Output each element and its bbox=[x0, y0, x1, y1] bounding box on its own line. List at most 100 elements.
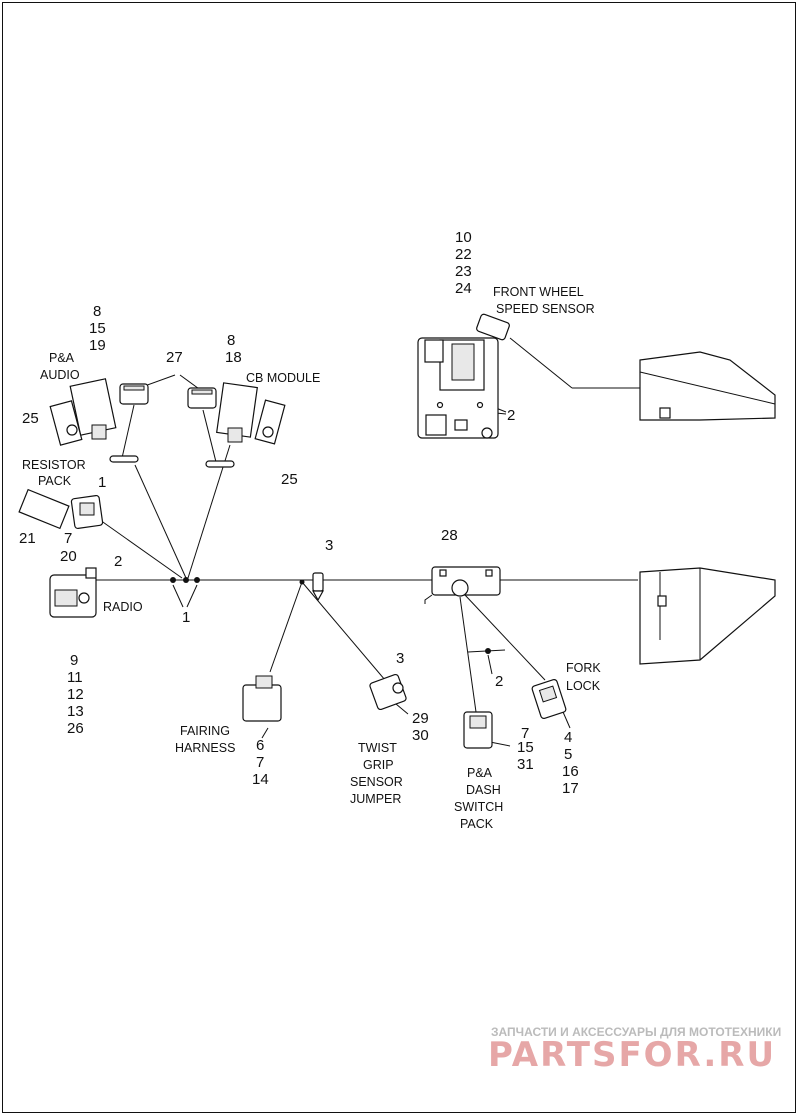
adapter-left-stem bbox=[121, 404, 135, 459]
cable-tie-head bbox=[485, 648, 491, 654]
fork-slider-lower-clip bbox=[657, 595, 667, 607]
label-front-wheel-line1: FRONT WHEEL bbox=[493, 285, 584, 299]
label-pa-audio-line1: P&A bbox=[49, 351, 75, 365]
component-labels: FRONT WHEEL SPEED SENSOR P&A AUDIO CB MO… bbox=[22, 285, 601, 831]
resistor-pack bbox=[18, 488, 70, 530]
fairing-branch-wire bbox=[269, 581, 303, 673]
callout-audio-1: 8 bbox=[93, 303, 101, 320]
callout-sensor-3: 23 bbox=[455, 263, 472, 280]
junction-point-2 bbox=[183, 577, 189, 583]
front-wheel-speed-sensor-connector bbox=[476, 313, 510, 341]
label-pa-dash-line3: SWITCH bbox=[454, 800, 503, 814]
label-pa-dash-line4: PACK bbox=[460, 817, 494, 831]
resistor-pack-group bbox=[18, 488, 104, 530]
callout-fairing-1: 6 bbox=[256, 737, 264, 754]
callout-resistor-conn-2: 20 bbox=[60, 548, 77, 565]
pa-audio-mount-hole bbox=[66, 424, 78, 436]
pa-dash-switch-connector-face bbox=[469, 715, 487, 729]
label-twist-line3: SENSOR bbox=[350, 775, 403, 789]
label-front-wheel-line2: SPEED SENSOR bbox=[496, 302, 595, 316]
sensor-mount-tab-left bbox=[424, 339, 444, 363]
sensor-mount-slot bbox=[451, 343, 475, 381]
callout-radio-5: 26 bbox=[67, 720, 84, 737]
callout-radio-top: 2 bbox=[114, 553, 122, 570]
harness-clip-tip bbox=[311, 590, 325, 602]
center-bracket bbox=[431, 566, 501, 596]
watermark-tagline: ЗАПЧАСТИ И АКСЕССУАРЫ ДЛЯ МОТОТЕХНИКИ bbox=[491, 1025, 781, 1039]
callout-fork-2: 5 bbox=[564, 746, 572, 763]
callout-bracket-sensor: 2 bbox=[507, 407, 515, 424]
callout-dash-1: 7 bbox=[521, 725, 529, 742]
radio-connector-face bbox=[54, 589, 78, 607]
twist-branch-wire bbox=[301, 581, 386, 681]
callout-fork-4: 17 bbox=[562, 780, 579, 797]
label-fork-lock-line1: FORK bbox=[566, 661, 601, 675]
center-bracket-slot-1 bbox=[439, 569, 447, 577]
callout-resistor-pack: 21 bbox=[19, 530, 36, 547]
junction-point-1 bbox=[170, 577, 176, 583]
radio-connector-tab bbox=[85, 567, 97, 579]
callout-radio-3: 12 bbox=[67, 686, 84, 703]
label-cb-module: CB MODULE bbox=[246, 371, 320, 385]
callout-sensor-4: 24 bbox=[455, 280, 472, 297]
cb-module-connector-latch bbox=[227, 427, 243, 443]
adapter-left-ring bbox=[123, 385, 145, 391]
callout-numbers: 10 22 23 24 8 15 19 25 27 8 18 25 1 21 7… bbox=[19, 229, 579, 797]
fork-slider-upper bbox=[639, 351, 776, 421]
callout-cb-2: 18 bbox=[225, 349, 242, 366]
callout-sensor-2: 22 bbox=[455, 246, 472, 263]
bottom-connectors bbox=[242, 673, 567, 749]
callout-fairing-3: 14 bbox=[252, 771, 269, 788]
label-pa-audio-line2: AUDIO bbox=[40, 368, 80, 382]
leader-1b bbox=[186, 584, 198, 608]
callout-adapters: 27 bbox=[166, 349, 183, 366]
harness-clip bbox=[312, 572, 324, 592]
fairing-harness-connector bbox=[242, 684, 282, 722]
fork-lock-connector-face bbox=[538, 685, 558, 703]
sensor-mount-tab-bottom bbox=[425, 414, 447, 436]
fork-branch-wire bbox=[464, 594, 546, 681]
fairing-harness-connector-latch bbox=[255, 675, 273, 689]
callout-fork-3: 16 bbox=[562, 763, 579, 780]
fork-slider-line bbox=[639, 371, 776, 405]
callout-bracket: 28 bbox=[441, 527, 458, 544]
callout-cb-mount: 25 bbox=[281, 471, 298, 488]
callout-junction: 1 bbox=[182, 609, 190, 626]
sensor-mount-bolt-1 bbox=[436, 401, 444, 409]
center-bracket-slot-2 bbox=[485, 569, 493, 577]
label-twist-line1: TWIST bbox=[358, 741, 397, 755]
fork-slider-clip bbox=[659, 407, 671, 419]
callout-radio-4: 13 bbox=[67, 703, 84, 720]
callout-audio-2: 15 bbox=[89, 320, 106, 337]
front-wheel-speed-sensor-assembly bbox=[417, 313, 776, 439]
leader-dash bbox=[489, 741, 511, 747]
leader-twist bbox=[395, 703, 409, 715]
watermark: ЗАПЧАСТИ И АКСЕССУАРЫ ДЛЯ МОТОТЕХНИКИ PA… bbox=[488, 1025, 781, 1075]
leader-fairing bbox=[261, 727, 269, 739]
callout-tie: 2 bbox=[495, 673, 503, 690]
callout-fairing-2: 7 bbox=[256, 754, 264, 771]
cb-module-group bbox=[187, 382, 286, 468]
callout-sensor-1: 10 bbox=[455, 229, 472, 246]
audio-branch-wire bbox=[134, 464, 187, 579]
resistor-pack-connector-face bbox=[79, 502, 95, 516]
center-bracket-group bbox=[424, 566, 776, 665]
leader-1a bbox=[172, 584, 184, 608]
sensor-mount-screw bbox=[454, 419, 468, 431]
pa-audio-group bbox=[49, 378, 149, 463]
label-pa-dash-line1: P&A bbox=[467, 766, 493, 780]
sensor-wire bbox=[509, 337, 573, 389]
callout-resistor-conn-top: 1 bbox=[98, 474, 106, 491]
leader-2c bbox=[487, 654, 493, 675]
center-bracket-grommet bbox=[451, 579, 469, 597]
label-resistor-line2: PACK bbox=[38, 474, 72, 488]
sensor-mount-bolt-2 bbox=[476, 401, 484, 409]
watermark-logo: PARTSFOR.RU bbox=[488, 1035, 776, 1075]
callout-cb-1: 8 bbox=[227, 332, 235, 349]
callout-dash-3: 31 bbox=[517, 756, 534, 773]
twist-grip-clip bbox=[392, 682, 404, 694]
callout-audio-3: 19 bbox=[89, 337, 106, 354]
radio-connector-lock bbox=[78, 592, 90, 604]
